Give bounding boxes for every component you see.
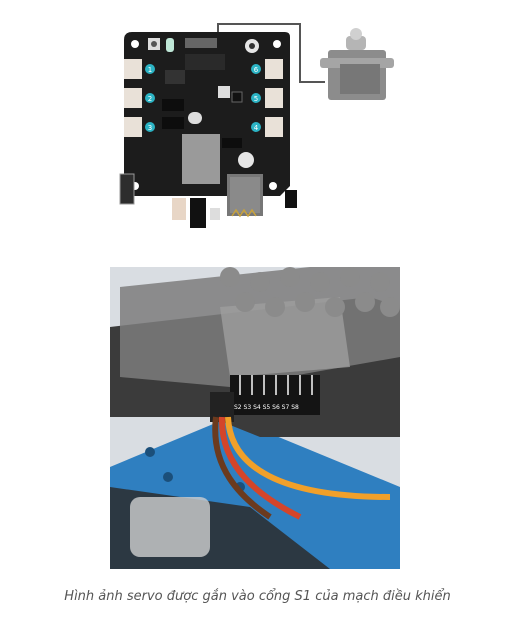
port-label: 1 [148, 66, 152, 74]
port-label: 2 [148, 95, 152, 103]
board-servo-diagram: 1 2 3 6 5 4 [119, 23, 394, 228]
wire-orange [225, 416, 391, 500]
port-label: 3 [148, 124, 152, 132]
wire-brown [212, 416, 272, 520]
servo-motor [320, 28, 394, 100]
port-label: 4 [254, 124, 259, 132]
wire-red [218, 416, 302, 520]
port-label: 6 [254, 66, 259, 74]
port-label: 5 [254, 95, 258, 103]
figure-caption: Hình ảnh servo được gắn vào cổng S1 của … [64, 589, 451, 604]
pin-labels: S2 S3 S4 S5 S6 S7 S8 [234, 404, 299, 411]
servo-connection-photo: S2 S3 S4 S5 S6 S7 S8 [110, 267, 400, 569]
